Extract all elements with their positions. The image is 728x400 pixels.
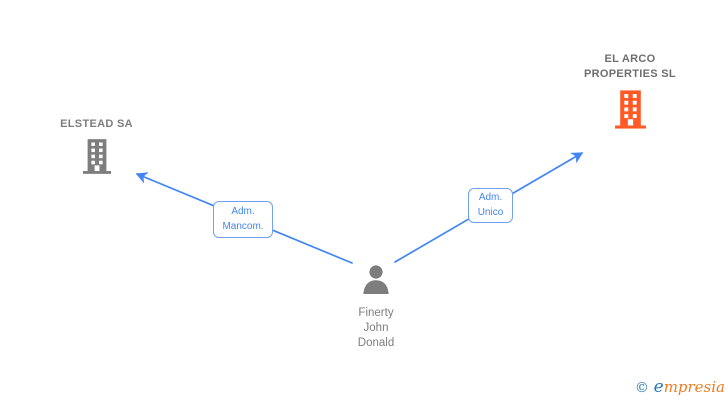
edge-label-adm-mancom: Adm. Mancom. xyxy=(213,201,273,238)
building-icon xyxy=(614,90,646,129)
building-icon xyxy=(82,139,111,174)
empresia-watermark: © empresia xyxy=(635,377,725,397)
person-icon xyxy=(363,265,389,294)
node-person[interactable]: Finerty John Donald xyxy=(348,265,404,351)
copyright-icon: © xyxy=(634,380,649,396)
empresia-logo-text: empresia xyxy=(653,377,725,397)
node-elstead[interactable]: ELSTEAD SA xyxy=(40,117,153,179)
node-elstead-label: ELSTEAD SA xyxy=(60,118,133,130)
edge-label-adm-unico: Adm. Unico xyxy=(468,188,513,223)
node-person-label: Finerty John Donald xyxy=(357,307,395,349)
node-elarco-label: EL ARCO PROPERTIES SL xyxy=(584,53,676,80)
node-elarco[interactable]: EL ARCO PROPERTIES SL xyxy=(575,52,685,134)
